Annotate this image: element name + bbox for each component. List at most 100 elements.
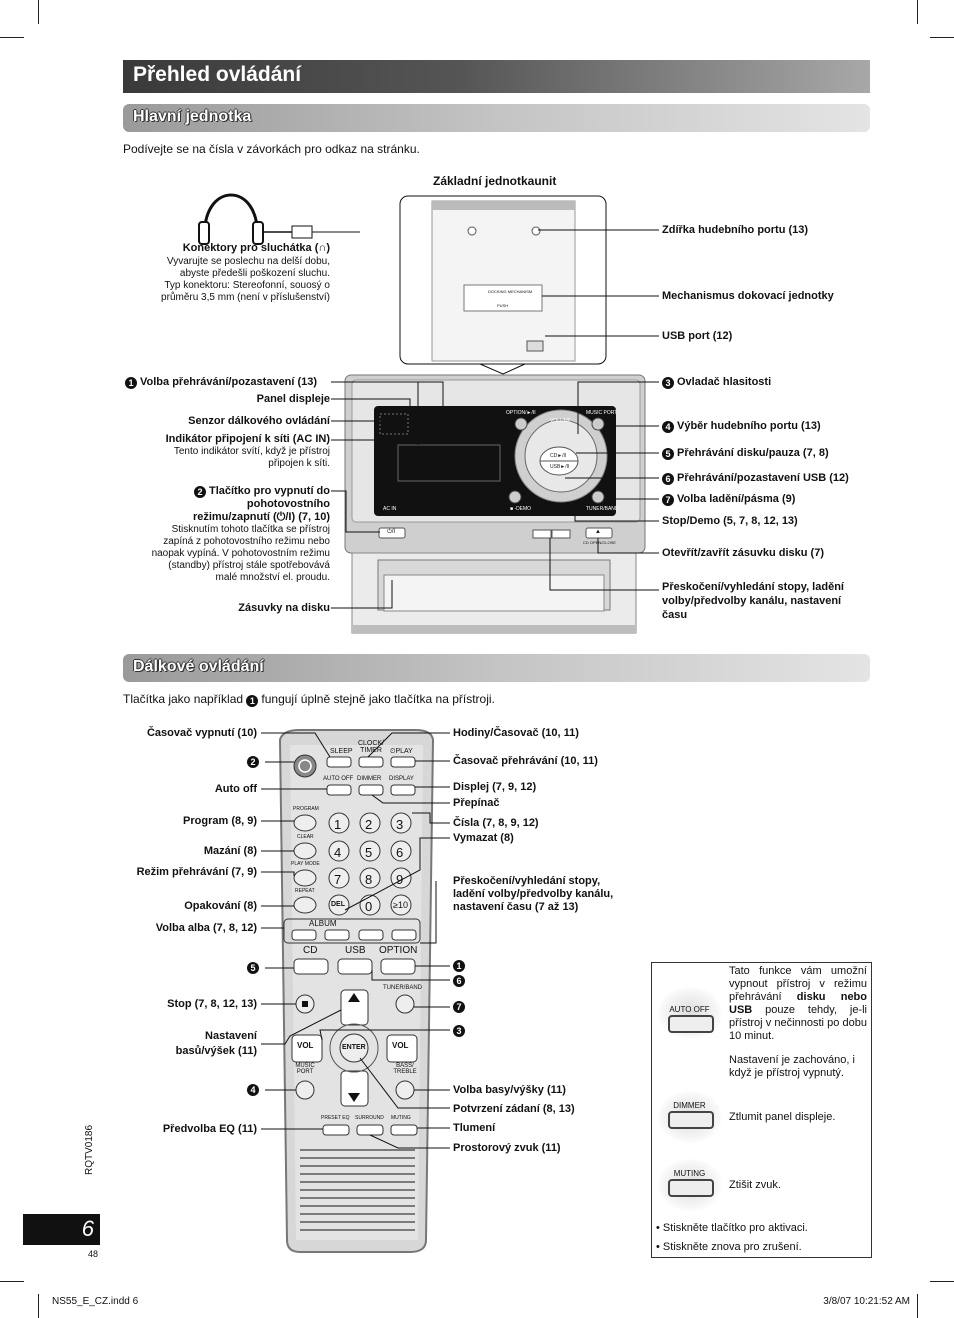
crop-mark xyxy=(38,0,39,24)
crop-mark xyxy=(917,0,918,24)
label-enter: Potvrzení zádaní (8, 13) xyxy=(453,1103,575,1115)
section-bar-main-unit: Hlavní jednotka xyxy=(123,104,870,132)
rm-dimmer[interactable]: DIMMER xyxy=(357,776,382,782)
rm-cd[interactable]: CD xyxy=(303,945,318,956)
label-standby-3: režimu/zapnutí (⏻/I) (7, 10) xyxy=(192,511,330,523)
label-power-num: 2 xyxy=(247,756,259,768)
rm-muting[interactable]: MUTING xyxy=(391,1115,411,1121)
rm-digit-3[interactable]: 3 xyxy=(396,817,404,832)
footer-file: NS55_E_CZ.indd 6 xyxy=(52,1296,139,1307)
label-stop: Stop (7, 8, 12, 13) xyxy=(167,998,257,1010)
muting-button-label: MUTING xyxy=(673,1169,706,1178)
auto-off-text-2: Nastavení je zachováno, i když je přístr… xyxy=(729,1054,855,1079)
main-unit-drawing xyxy=(198,193,659,634)
rm-album[interactable]: ALBUM xyxy=(309,919,337,928)
device-volume-label: VOLUME xyxy=(550,418,572,424)
headphone-note-line: Vyvarujte se poslechu na delší dobu, xyxy=(166,256,330,267)
label-dock-mechanism: Mechanismus dokovací jednotky xyxy=(662,290,834,302)
dimmer-text: Ztlumit panel displeje. xyxy=(729,1111,836,1123)
rm-del[interactable]: DEL xyxy=(331,901,345,908)
label-option-num: 1 xyxy=(453,960,465,972)
rm-preset-eq[interactable]: PRESET EQ xyxy=(321,1115,350,1121)
rm-digit-2[interactable]: 2 xyxy=(365,817,373,832)
rm-digit-6[interactable]: 6 xyxy=(396,845,404,860)
rm-bass-treble[interactable]: BASS/ TREBLE xyxy=(393,1063,417,1075)
standby-note-line: naopak vypíná. V pohotovostním režimu xyxy=(151,548,330,559)
rm-tuner[interactable]: TUNER/BAND xyxy=(383,985,423,991)
rm-option[interactable]: OPTION xyxy=(379,945,418,956)
rm-digit-0[interactable]: 0 xyxy=(365,899,373,914)
crop-mark xyxy=(0,37,24,38)
label-bass-1: Nastavení xyxy=(205,1030,257,1042)
rm-digit-1[interactable]: 1 xyxy=(334,817,342,832)
rm-clear[interactable]: CLEAR xyxy=(297,834,314,840)
label-stop-demo: Stop/Demo (5, 7, 8, 12, 13) xyxy=(662,515,798,527)
rm-digit-8[interactable]: 8 xyxy=(365,872,373,887)
label-delete: Vymazat (8) xyxy=(453,832,514,844)
rm-vol-down[interactable]: VOL xyxy=(297,1041,314,1050)
label-switch: Přepínač xyxy=(453,797,500,809)
label-play-mode: Režim přehrávání (7, 9) xyxy=(136,866,257,878)
rm-sleep[interactable]: SLEEP xyxy=(330,748,353,755)
rm-display[interactable]: DISPLAY xyxy=(389,776,414,782)
auto-off-button-label: AUTO OFF xyxy=(669,1005,710,1014)
label-surround: Prostorový zvuk (11) xyxy=(453,1142,561,1154)
rm-surround[interactable]: SURROUND xyxy=(355,1115,384,1121)
rm-usb[interactable]: USB xyxy=(345,945,366,956)
headphone-note-line: abyste předešli poškození sluchu. xyxy=(179,268,330,279)
rm-clock[interactable]: CLOCK/ TIMER xyxy=(357,740,385,754)
label-music-port-jack: Zdířka hudebního portu (13) xyxy=(662,224,809,236)
rm-vol-up[interactable]: VOL xyxy=(392,1041,409,1050)
crop-mark xyxy=(930,1281,954,1282)
crop-mark xyxy=(38,1294,39,1318)
rm-digit-5[interactable]: 5 xyxy=(365,845,373,860)
page-title: Přehled ovládání xyxy=(133,63,302,86)
label-numbers: Čísla (7, 8, 9, 12) xyxy=(453,817,539,829)
standby-note-line: malé množství el. proudu. xyxy=(215,572,331,583)
rm-play-timer[interactable]: ⏲PLAY xyxy=(390,748,413,755)
rm-music-port[interactable]: MUSIC PORT xyxy=(295,1063,315,1075)
dimmer-button-icon xyxy=(668,1111,714,1129)
ac-in-note-line: Tento indikátor svítí, když je přístroj xyxy=(173,446,330,457)
label-usb-num: 6 xyxy=(453,975,465,987)
crop-mark xyxy=(0,1281,24,1282)
label-display-panel: Panel displeje xyxy=(256,393,330,405)
label-auto-off: Auto off xyxy=(214,783,257,795)
rm-digit-9[interactable]: 9 xyxy=(396,872,404,887)
label-standby-2: pohotovostního xyxy=(246,498,330,510)
rm-digit-4[interactable]: 4 xyxy=(334,845,342,860)
label-remote-sensor: Senzor dálkového ovládání xyxy=(188,415,330,427)
rm-enter[interactable]: ENTER xyxy=(342,1044,366,1051)
device-tuner-label: TUNER/BAND xyxy=(586,506,619,512)
doc-code: RQTV0186 xyxy=(84,1124,95,1175)
intro-text: Podívejte se na čísla v závorkách pro od… xyxy=(123,142,420,156)
rm-auto-off[interactable]: AUTO OFF xyxy=(323,776,354,782)
rm-play-mode[interactable]: PLAY MODE xyxy=(291,861,320,867)
auto-off-text: Tato funkce vám umožní vypnout přístroj … xyxy=(729,965,867,1042)
label-headphone: Konektory pro sluchátka (∩) xyxy=(182,242,330,254)
rm-digit-10[interactable]: ≥10 xyxy=(393,900,408,910)
bullet-item: • Stiskněte tlačítko pro aktivaci. xyxy=(656,1222,808,1234)
label-bass-2: basů/výšek (11) xyxy=(175,1045,257,1057)
rm-repeat[interactable]: REPEAT xyxy=(295,888,315,894)
muting-button-icon xyxy=(668,1179,714,1197)
info-box: AUTO OFF Tato funkce vám umožní vypnout … xyxy=(651,962,872,1258)
label-cd-num: 5 xyxy=(247,962,259,974)
device-open-close-text: CD OPEN/CLOSE xyxy=(583,540,616,545)
rm-digit-7[interactable]: 7 xyxy=(334,872,342,887)
page-sub-number: 48 xyxy=(88,1249,99,1259)
rm-program[interactable]: PROGRAM xyxy=(293,806,319,812)
bullet-item: • Stiskněte znova pro zrušení. xyxy=(656,1241,802,1253)
remote-drawing xyxy=(261,729,450,1253)
diagram-title: Základní jednotkaunit xyxy=(433,174,557,188)
device-music-port-label: MUSIC PORT xyxy=(586,410,618,416)
label-repeat: Opakování (8) xyxy=(184,900,257,912)
page-title-bar: Přehled ovládání xyxy=(123,60,870,93)
label-preset-eq: Předvolba EQ (11) xyxy=(162,1123,257,1135)
section-title: Hlavní jednotka xyxy=(133,108,252,125)
device-ac-in-label: AC IN xyxy=(383,506,397,512)
label-skip-1: Přeskočení/vyhledání stopy, ladění xyxy=(662,581,844,593)
label-muting: Tlumení xyxy=(453,1122,496,1134)
